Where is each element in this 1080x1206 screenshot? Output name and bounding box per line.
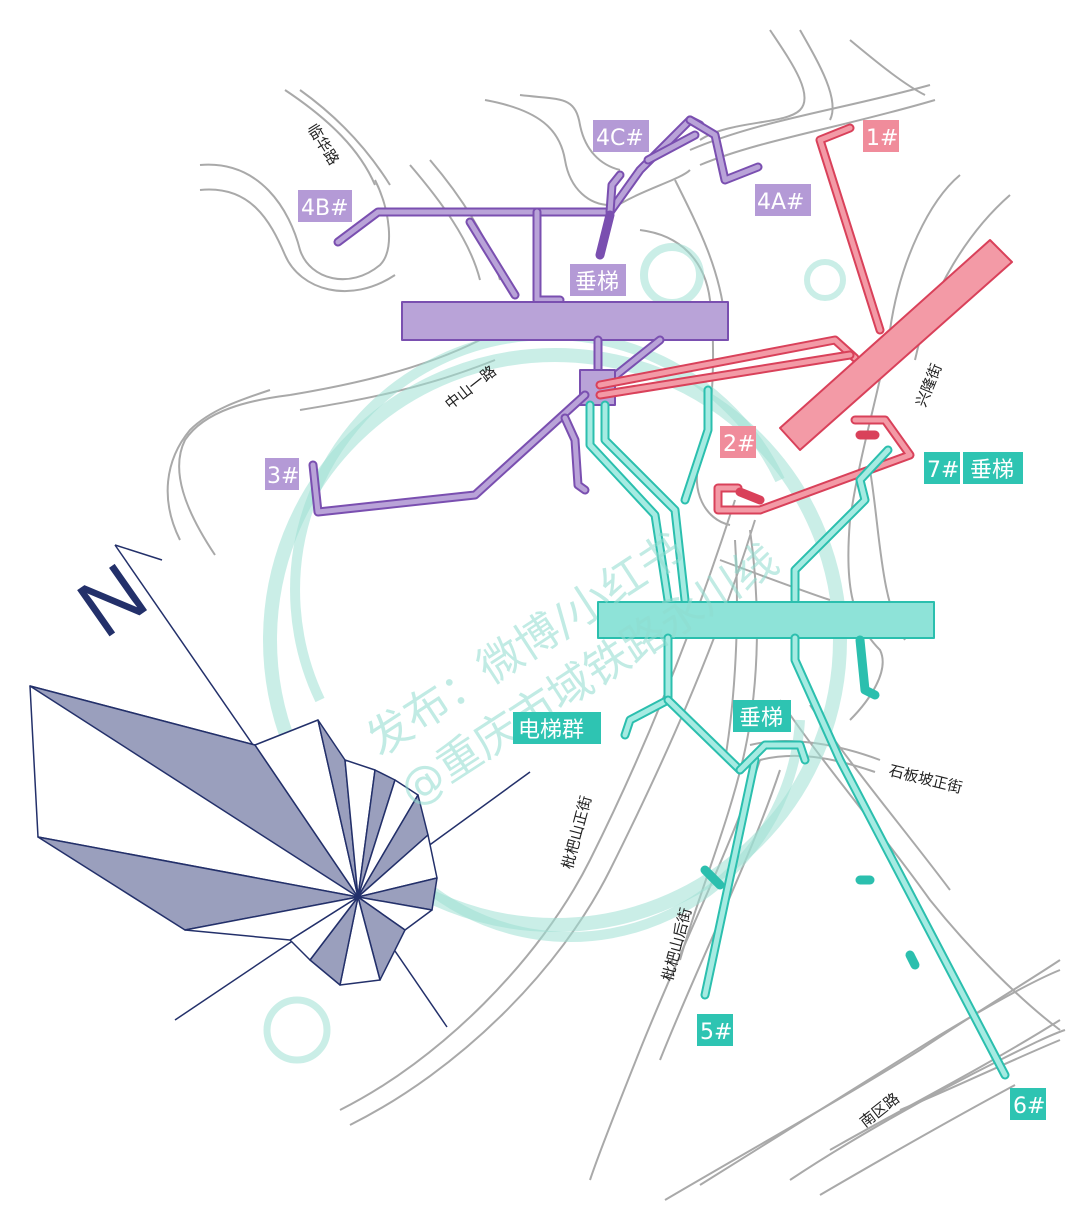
exit-1-badge	[863, 120, 899, 152]
elevator-purple-label: 垂梯	[575, 270, 619, 295]
exit-6-badge	[1010, 1088, 1046, 1120]
purple-labels: 4C# 4B# 4A# 垂梯 3#	[265, 120, 811, 490]
compass-north-letter: N	[62, 547, 163, 656]
exit-5-badge	[697, 1014, 733, 1046]
exit-6-label: 6#	[1013, 1094, 1045, 1119]
exit-2-badge	[720, 426, 756, 458]
teal-labels: 7# 垂梯 电梯群 垂梯 5# 6#	[513, 452, 1046, 1120]
exit-3-label: 3#	[267, 464, 299, 489]
teal-line	[585, 385, 1010, 1080]
elevator-group-badge	[513, 712, 601, 744]
exit-1-label: 1#	[866, 126, 898, 151]
exit-5-label: 5#	[700, 1020, 732, 1045]
exit-2-label: 2#	[723, 432, 755, 457]
elevator-7-badge	[963, 452, 1023, 484]
exit-4c-label: 4C#	[596, 126, 644, 151]
street-label-shibanpo: 石板坡正街	[887, 761, 964, 797]
purple-line	[308, 115, 763, 517]
exit-4b-label: 4B#	[301, 196, 349, 221]
exit-4b-badge	[298, 190, 352, 222]
pink-line	[595, 123, 1013, 515]
exit-3-badge	[265, 458, 299, 490]
exit-4a-label: 4A#	[757, 190, 804, 215]
exit-4a-badge	[755, 184, 811, 216]
elevator-purple-badge	[570, 264, 626, 296]
street-label-linhua: 临华路	[304, 121, 343, 169]
elevator-teal-label: 垂梯	[739, 706, 783, 731]
elevator-7-label: 垂梯	[970, 458, 1014, 483]
pink-labels: 1# 2#	[720, 120, 899, 458]
exit-4c-badge	[593, 120, 649, 152]
exit-7-badge	[924, 452, 960, 484]
elevator-group-label: 电梯群	[518, 718, 584, 743]
elevator-teal-badge	[733, 700, 791, 732]
street-label-xinglong: 兴隆街	[912, 361, 946, 409]
exit-7-label: 7#	[927, 458, 959, 483]
